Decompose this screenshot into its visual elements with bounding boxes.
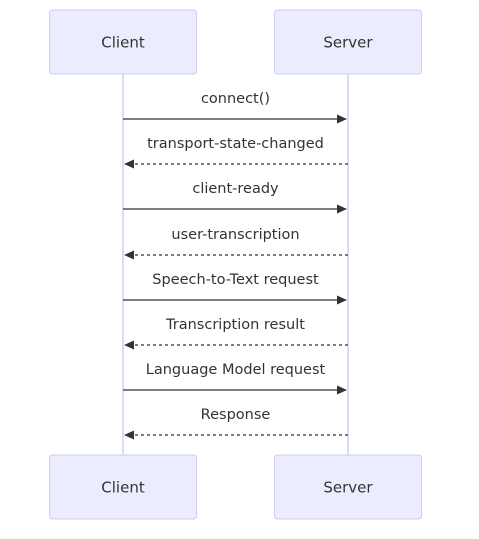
message-1: connect() [123, 91, 347, 124]
server-label-bottom: Server [323, 479, 373, 497]
arrowhead-icon [124, 159, 134, 169]
server-participant-top: Server [274, 9, 422, 75]
message-label: connect() [201, 91, 270, 107]
message-label: Language Model request [146, 362, 326, 378]
arrowhead-icon [124, 340, 134, 350]
message-label: Response [201, 407, 271, 423]
client-participant-bottom: Client [49, 454, 197, 520]
arrowhead-icon [337, 385, 347, 395]
client-participant-top: Client [49, 9, 197, 75]
server-participant-bottom: Server [274, 454, 422, 520]
participants-top: Client Server [49, 9, 422, 75]
arrowhead-icon [124, 430, 134, 440]
client-box-top [49, 9, 197, 75]
message-label: Transcription result [165, 317, 305, 333]
lifelines [122, 74, 349, 455]
client-box-bottom [49, 454, 197, 520]
server-box-top [274, 9, 422, 75]
message-7: Language Model request [123, 362, 347, 395]
participants-bottom: Client Server [49, 454, 422, 520]
arrowhead-icon [337, 114, 347, 124]
client-label-top: Client [101, 34, 145, 52]
message-5: Speech-to-Text request [123, 272, 347, 305]
arrowhead-icon [337, 204, 347, 214]
message-2: transport-state-changed [124, 136, 348, 169]
arrowhead-icon [124, 250, 134, 260]
client-label-bottom: Client [101, 479, 145, 497]
message-8: Response [124, 407, 348, 440]
server-label-top: Server [323, 34, 373, 52]
message-label: client-ready [192, 181, 279, 197]
message-label: user-transcription [171, 227, 299, 243]
message-3: client-ready [123, 181, 347, 214]
message-label: Speech-to-Text request [152, 272, 319, 288]
message-label: transport-state-changed [147, 136, 324, 152]
arrowhead-icon [337, 295, 347, 305]
messages: connect() transport-state-changed client-r… [123, 91, 348, 440]
server-box-bottom [274, 454, 422, 520]
message-6: Transcription result [124, 317, 348, 350]
message-4: user-transcription [124, 227, 348, 260]
